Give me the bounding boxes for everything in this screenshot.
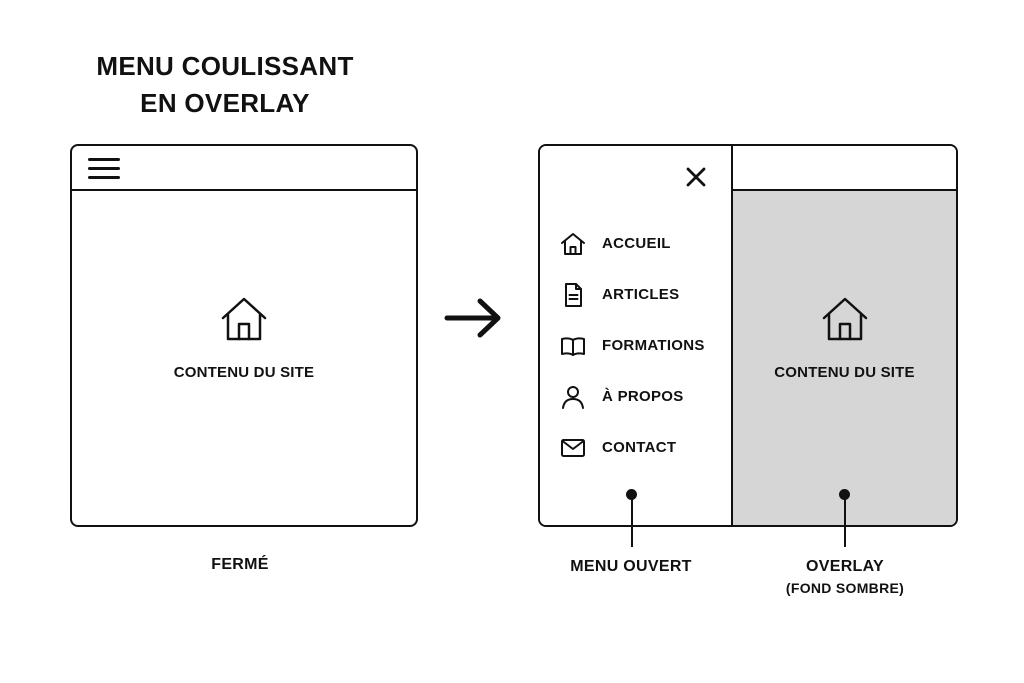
home-icon xyxy=(221,297,267,341)
menu-item-label: À PROPOS xyxy=(602,388,684,405)
book-icon xyxy=(560,333,586,359)
overlay-header-bar xyxy=(733,146,956,191)
home-icon xyxy=(822,297,867,341)
site-content-label: CONTENU DU SITE xyxy=(173,364,315,381)
overlay-caption-subtitle: (FOND SOMBRE) xyxy=(785,580,905,596)
closed-site-content: CONTENU DU SITE xyxy=(72,296,416,381)
open-state-frame: ACCUEIL ARTICLES xyxy=(538,144,958,527)
slide-menu-panel: ACCUEIL ARTICLES xyxy=(540,146,733,525)
menu-item-accueil[interactable]: ACCUEIL xyxy=(560,218,705,269)
overlay-callout-dot xyxy=(839,489,850,500)
diagram-title: MENU COULISSANT EN OVERLAY xyxy=(60,48,390,122)
overlay-dark-background xyxy=(733,191,956,525)
hamburger-icon[interactable] xyxy=(88,158,120,180)
closed-state-frame: CONTENU DU SITE xyxy=(70,144,418,527)
overlay-backdrop[interactable]: CONTENU DU SITE xyxy=(733,146,956,525)
title-line-1: MENU COULISSANT xyxy=(96,51,354,81)
menu-item-label: FORMATIONS xyxy=(602,337,705,354)
overlay-caption: OVERLAY (FOND SOMBRE) xyxy=(760,558,930,596)
closed-caption: FERMÉ xyxy=(211,556,269,573)
mail-icon xyxy=(560,435,586,461)
menu-callout-dot xyxy=(626,489,637,500)
menu-item-label: CONTACT xyxy=(602,439,677,456)
site-content-label: CONTENU DU SITE xyxy=(774,364,915,381)
closed-header-bar xyxy=(72,146,416,191)
menu-item-contact[interactable]: CONTACT xyxy=(560,422,705,473)
menu-open-caption: MENU OUVERT xyxy=(570,558,692,575)
menu-item-label: ACCUEIL xyxy=(602,235,671,252)
open-site-content: CONTENU DU SITE xyxy=(733,296,956,381)
close-icon[interactable] xyxy=(685,166,707,188)
title-line-2: EN OVERLAY xyxy=(140,88,310,118)
document-icon xyxy=(560,282,586,308)
menu-list: ACCUEIL ARTICLES xyxy=(560,218,705,473)
menu-item-formations[interactable]: FORMATIONS xyxy=(560,320,705,371)
home-icon xyxy=(560,231,586,257)
overlay-callout-line xyxy=(843,497,846,547)
menu-item-articles[interactable]: ARTICLES xyxy=(560,269,705,320)
menu-item-a-propos[interactable]: À PROPOS xyxy=(560,371,705,422)
menu-callout-line xyxy=(630,497,633,547)
arrow-right-icon xyxy=(444,298,501,338)
menu-item-label: ARTICLES xyxy=(602,286,680,303)
overlay-caption-title: OVERLAY xyxy=(806,558,884,575)
user-icon xyxy=(560,384,586,410)
